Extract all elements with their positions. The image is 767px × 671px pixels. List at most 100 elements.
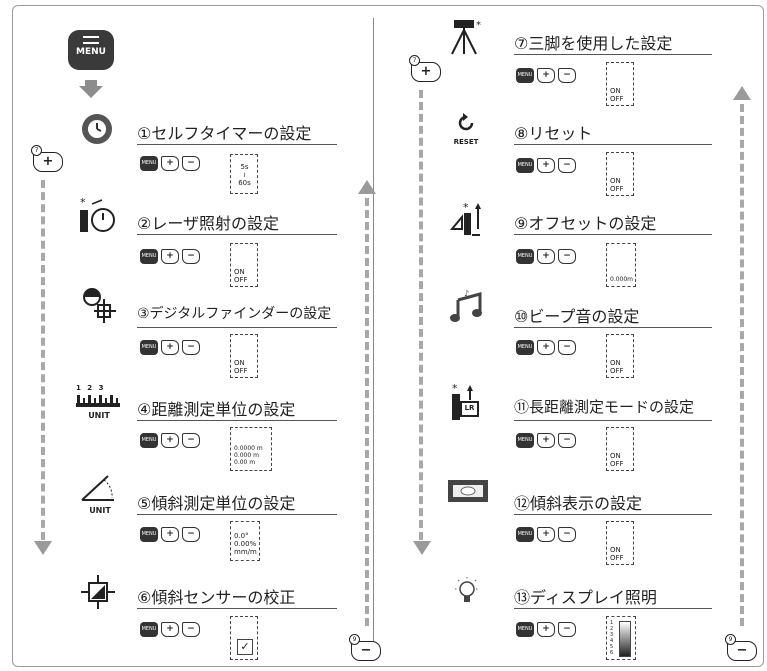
plus-key-icon: + xyxy=(537,68,555,83)
svg-text:♪: ♪ xyxy=(464,290,469,298)
reset-label: RESET xyxy=(453,138,479,146)
menu-key-icon: MENU xyxy=(516,433,534,448)
item-title-offset: ⑨オフセットの設定 xyxy=(514,214,657,233)
minus-button-left: 9− xyxy=(349,634,381,661)
item-underline xyxy=(514,608,712,609)
plus-dashed-line-left xyxy=(41,180,45,540)
bulb-icon xyxy=(450,576,490,614)
page-frame xyxy=(12,5,764,667)
minus-key-icon: − xyxy=(182,527,200,542)
plus-button-left: 7+ xyxy=(31,145,63,172)
item-title-beep: ⑩ビープ音の設定 xyxy=(514,307,640,326)
minus-key-icon: − xyxy=(558,340,576,355)
plus-button-right: 7+ xyxy=(409,55,441,82)
item-underline xyxy=(514,327,712,328)
item-underline xyxy=(514,144,712,145)
item-title-reset: ⑧リセット xyxy=(514,124,593,143)
down-arrow-right-icon xyxy=(413,541,431,555)
offset-icon: * xyxy=(448,199,488,237)
svg-text:*: * xyxy=(463,201,469,214)
item-underline xyxy=(514,514,712,515)
minus-key-icon: − xyxy=(182,622,200,637)
menu-key-icon: MENU xyxy=(516,340,534,355)
plus-key-icon: + xyxy=(161,156,179,171)
menu-key-icon: MENU xyxy=(140,156,158,171)
plus-key-icon: + xyxy=(537,158,555,173)
plus-key-icon: + xyxy=(537,433,555,448)
item-title-backlight: ⑬ディスプレイ照明 xyxy=(514,588,657,607)
plus-key-icon: + xyxy=(537,249,555,264)
ruler-numbers: 1 2 3 xyxy=(76,384,106,392)
menu-key-icon: MENU xyxy=(516,527,534,542)
menu-key-icon: MENU xyxy=(516,249,534,264)
item-underline xyxy=(137,234,337,235)
menu-key-icon: MENU xyxy=(516,68,534,83)
menu-down-arrow-icon xyxy=(79,86,103,98)
menu-key-icon: MENU xyxy=(140,433,158,448)
menu-key-icon: MENU xyxy=(516,622,534,637)
column-divider xyxy=(373,18,374,658)
item-title-distance-unit: ④距離測定単位の設定 xyxy=(137,400,296,419)
svg-text:*: * xyxy=(476,20,481,31)
item-underline xyxy=(137,608,337,609)
minus-dashed-line-right xyxy=(740,104,744,626)
minus-key-icon: − xyxy=(558,527,576,542)
reset-icon: RESET xyxy=(446,112,486,150)
value-box: 0.0°0.00%mm/m xyxy=(230,521,260,561)
unit-label: UNIT xyxy=(88,411,110,420)
menu-key-icon: MENU xyxy=(140,340,158,355)
plus-key-icon: + xyxy=(537,622,555,637)
laser-timer-icon: * xyxy=(78,196,118,234)
item-title-tripod: ⑦三脚を使用した設定 xyxy=(514,34,673,53)
plus-key-icon: + xyxy=(537,340,555,355)
minus-key-icon: − xyxy=(558,158,576,173)
long-range-icon: * LR xyxy=(448,382,488,420)
lr-label: LR xyxy=(464,404,475,412)
svg-text:*: * xyxy=(80,196,86,209)
minus-key-icon: − xyxy=(182,156,200,171)
item-title-tilt-unit: ⑤傾斜測定単位の設定 xyxy=(137,494,296,513)
plus-key-icon: + xyxy=(161,622,179,637)
item-underline xyxy=(514,420,712,421)
self-timer-icon xyxy=(80,112,120,150)
menu-arrow-stem xyxy=(85,80,97,86)
item-title-tilt-display: ⑫傾斜表示の設定 xyxy=(514,494,643,513)
minus-key-icon: − xyxy=(182,340,200,355)
menu-key-icon: MENU xyxy=(516,158,534,173)
minus-key-icon: − xyxy=(558,68,576,83)
item-title-finder: ③デジタルファインダーの設定 xyxy=(137,306,332,322)
item-underline xyxy=(514,234,712,235)
tilt-unit-icon: UNIT xyxy=(80,474,120,515)
item-underline xyxy=(137,327,337,328)
plus-key-icon: + xyxy=(161,527,179,542)
up-arrow-right-icon xyxy=(733,86,751,100)
minus-key-icon: − xyxy=(558,433,576,448)
minus-key-icon: − xyxy=(182,249,200,264)
minus-key-icon: − xyxy=(558,622,576,637)
item-title-laser: ②レーザ照射の設定 xyxy=(137,214,280,233)
minus-button-right: 9− xyxy=(725,634,757,661)
item-title-self-timer: ①セルフタイマーの設定 xyxy=(137,124,312,143)
value-box: ✓ xyxy=(230,616,258,660)
minus-dashed-line-left xyxy=(365,198,369,626)
tripod-icon: * xyxy=(448,18,488,56)
up-arrow-left-icon xyxy=(358,180,376,194)
value-box: 5s≀60s xyxy=(230,154,258,194)
checkmark-icon: ✓ xyxy=(237,639,253,655)
item-underline xyxy=(514,54,712,55)
plus-key-icon: + xyxy=(537,527,555,542)
menu-key-icon: MENU xyxy=(140,249,158,264)
down-arrow-left-icon xyxy=(34,541,52,555)
item-underline xyxy=(137,514,337,515)
tilt-calibration-icon xyxy=(80,574,120,612)
music-note-icon: ♪ xyxy=(450,289,490,328)
